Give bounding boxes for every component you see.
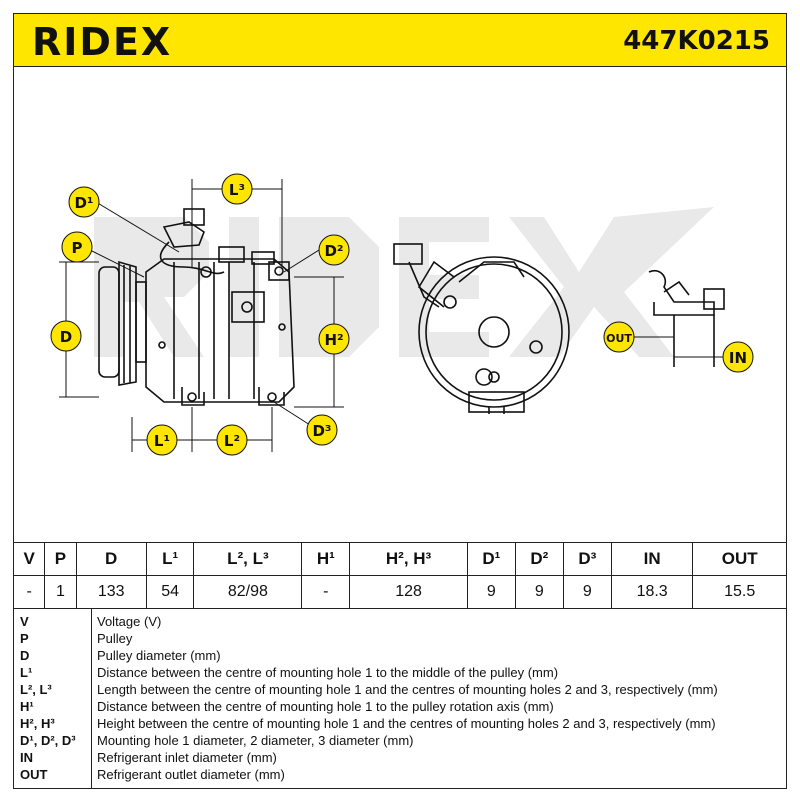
svg-text:D: D (60, 328, 72, 346)
legend-row: OUT Refrigerant outlet diameter (mm) (14, 766, 786, 783)
spec-header-cell: D³ (562, 542, 612, 576)
legend-divider (91, 609, 92, 788)
spec-header-cell: D¹ (466, 542, 516, 576)
spec-value-cell: - (301, 575, 351, 609)
svg-text:L³: L³ (229, 181, 245, 199)
legend-key: H¹ (20, 699, 34, 714)
legend-row: P Pulley (14, 630, 786, 647)
label-d2: D² (318, 234, 350, 266)
legend-row: V Voltage (V) (14, 613, 786, 630)
header-bar: RIDEX 447K0215 (13, 13, 787, 67)
compressor-drawing: D¹ P D L³ D² (50, 173, 754, 456)
label-out: OUT (603, 321, 635, 353)
svg-text:L¹: L¹ (154, 432, 170, 450)
legend-text: Height between the centre of mounting ho… (97, 716, 716, 731)
legend-row: L¹ Distance between the centre of mounti… (14, 664, 786, 681)
spec-value-cell: 18.3 (610, 575, 694, 609)
legend-text: Refrigerant inlet diameter (mm) (97, 750, 277, 765)
legend-key: L², L³ (20, 682, 52, 697)
legend-row: D¹, D², D³ Mounting hole 1 diameter, 2 d… (14, 732, 786, 749)
label-l3: L³ (221, 173, 253, 205)
legend-key: L¹ (20, 665, 33, 680)
legend-box: V Voltage (V) P Pulley D Pulley diameter… (13, 609, 787, 789)
compressor-front-view (393, 243, 570, 414)
label-d1: D¹ (68, 186, 100, 218)
svg-text:OUT: OUT (606, 332, 632, 345)
spec-header-cell: P (44, 542, 77, 576)
spec-header-cell: OUT (692, 542, 787, 576)
spec-value-cell: 9 (514, 575, 564, 609)
legend-row: D Pulley diameter (mm) (14, 647, 786, 664)
brand-logo: RIDEX (32, 20, 173, 64)
spec-value-cell: 133 (75, 575, 147, 609)
legend-text: Length between the centre of mounting ho… (97, 682, 718, 697)
spec-value-cell: 9 (562, 575, 612, 609)
legend-key: V (20, 614, 29, 629)
label-in: IN (722, 341, 754, 373)
spec-header-row: V P D L¹ L², L³ H¹ H², H³ D¹ D² D³ IN OU… (12, 542, 787, 576)
spec-value-cell: - (12, 575, 46, 609)
spec-value-row: - 1 133 54 82/98 - 128 9 9 9 18.3 15.5 (12, 575, 787, 609)
spec-value-cell: 15.5 (692, 575, 787, 609)
fitting-detail-view (634, 269, 725, 367)
svg-text:D²: D² (324, 242, 343, 260)
legend-text: Pulley (97, 631, 133, 646)
legend-text: Distance between the centre of mounting … (97, 699, 554, 714)
spec-table: V P D L¹ L², L³ H¹ H², H³ D¹ D² D³ IN OU… (12, 542, 787, 609)
spec-header-cell: V (12, 542, 46, 576)
svg-text:L²: L² (224, 432, 240, 450)
legend-text: Distance between the centre of mounting … (97, 665, 559, 680)
spec-value-cell: 54 (145, 575, 195, 609)
part-number: 447K0215 (623, 26, 770, 56)
legend-key: IN (20, 750, 33, 765)
svg-text:D¹: D¹ (74, 194, 93, 212)
legend-key: P (20, 631, 29, 646)
technical-drawing-frame: D¹ P D L³ D² (13, 67, 787, 542)
legend-key: D (20, 648, 30, 663)
label-l1: L¹ (146, 424, 178, 456)
legend-row: IN Refrigerant inlet diameter (mm) (14, 749, 786, 766)
spec-header-cell: D² (514, 542, 564, 576)
spec-header-cell: L², L³ (193, 542, 303, 576)
legend-key: OUT (20, 767, 48, 782)
label-h2: H² (318, 323, 350, 355)
label-d3: D³ (306, 414, 338, 446)
legend-text: Mounting hole 1 diameter, 2 diameter, 3 … (97, 733, 414, 748)
spec-header-cell: IN (610, 542, 694, 576)
spec-header-cell: H², H³ (349, 542, 468, 576)
spec-header-cell: H¹ (301, 542, 351, 576)
label-d: D (50, 320, 82, 352)
legend-key: H², H³ (20, 716, 55, 731)
spec-header-cell: D (75, 542, 147, 576)
svg-text:D³: D³ (312, 422, 331, 440)
label-p: P (61, 231, 93, 263)
svg-text:H²: H² (324, 331, 343, 349)
legend-row: L², L³ Length between the centre of moun… (14, 681, 786, 698)
legend-row: H², H³ Height between the centre of moun… (14, 715, 786, 732)
compressor-side-view (98, 208, 295, 406)
spec-value-cell: 9 (466, 575, 516, 609)
legend-row: H¹ Distance between the centre of mounti… (14, 698, 786, 715)
label-l2: L² (216, 424, 248, 456)
spec-header-cell: L¹ (145, 542, 195, 576)
spec-value-cell: 82/98 (193, 575, 303, 609)
svg-text:P: P (72, 239, 83, 257)
spec-value-cell: 128 (349, 575, 468, 609)
legend-key: D¹, D², D³ (20, 733, 76, 748)
legend-text: Pulley diameter (mm) (97, 648, 221, 663)
legend-text: Voltage (V) (97, 614, 162, 629)
legend-text: Refrigerant outlet diameter (mm) (97, 767, 285, 782)
svg-text:IN: IN (729, 349, 747, 367)
spec-value-cell: 1 (44, 575, 77, 609)
